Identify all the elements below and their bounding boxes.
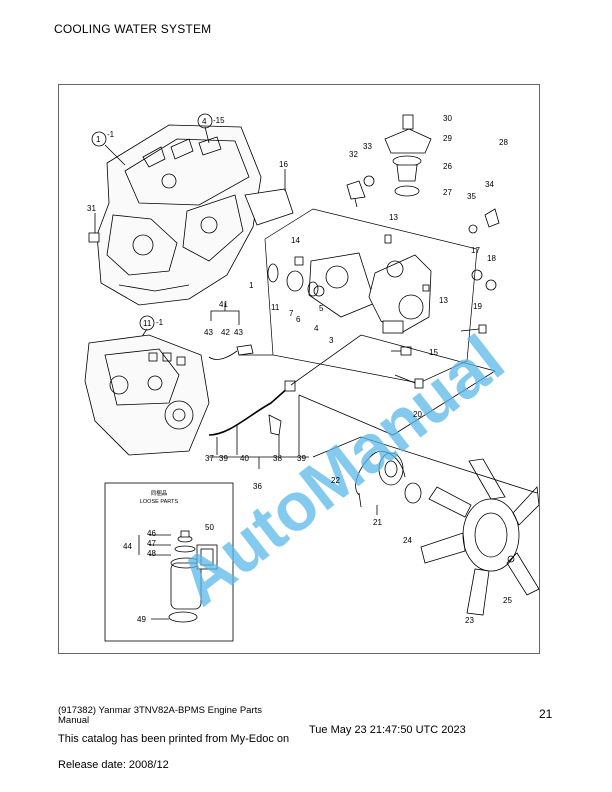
ref-circle-11: 11 [143,319,152,328]
part-label: 3 [329,336,334,345]
part-label: 35 [467,192,476,201]
part-label: 1 [249,281,254,290]
part-label: 26 [443,162,452,171]
thermostat-26 [396,164,418,182]
o-ring-27 [394,185,420,197]
part-label: 4 [314,324,319,333]
part-label: 30 [443,114,452,123]
part-label: 37 [205,454,214,463]
loose-parts-title: LOOSE PARTS [140,499,179,505]
release-date: Release date: 2008/12 [58,759,169,771]
bracket-50 [196,544,218,570]
part-label: 44 [123,542,132,551]
part-label: 28 [499,138,508,147]
loose-parts-title-jp: 同梱品 [151,489,168,497]
part-label: 39 [297,454,306,463]
v-belt-22 [355,451,406,496]
part-label: 38 [273,454,282,463]
part-label: 41 [219,300,228,309]
catalog-title: (917382) Yanmar 3TNV82A-BPMS Engine Part… [58,705,262,726]
part-label: 11 [271,303,280,312]
part-label: 18 [487,254,496,263]
drain-plug-31 [88,232,100,243]
pump-gasket-3 [308,252,376,318]
part-label: 25 [503,596,512,605]
exploded-view-drawing: AutoManual 1 -1 4 -15 11 -1 1 3 4 5 28 6… [84,113,539,642]
part-label: 15 [429,348,438,357]
water-pump-body [368,254,432,334]
cooling-fan-23 [420,458,539,616]
part-label: 36 [253,482,262,491]
print-timestamp: Tue May 23 21:47:50 UTC 2023 [309,724,466,736]
ref-suffix-4: -15 [213,116,225,125]
filter-44 [170,562,202,610]
part-label: 6 [296,315,301,324]
part-label: 22 [331,476,340,485]
part-label: 40 [240,454,249,463]
part-label: 29 [443,134,452,143]
printed-notice: This catalog has been printed from My-Ed… [58,733,290,745]
ref-circle-1: 1 [96,135,101,144]
injection-pump [84,334,210,456]
spacer-24 [404,482,422,504]
part-label: 31 [87,204,96,213]
part-label: 24 [403,536,412,545]
part-label: 23 [465,616,474,625]
part-label: 27 [443,188,452,197]
watermark-text: AutoManual [164,321,517,620]
ref-suffix-11: -1 [156,318,164,327]
clamp-49 [168,611,198,623]
part-label: 16 [279,160,288,169]
part-label: 46 [147,529,156,538]
part-label: 34 [485,180,494,189]
part-label: 47 [147,539,156,548]
part-label: 33 [363,142,372,151]
thermostat-cover-28 [384,128,432,154]
part-label: 42 [221,328,230,337]
loose-parts-box [104,482,234,642]
gasket-16 [244,188,294,226]
part-label: 14 [291,236,300,245]
part-label: 19 [473,302,482,311]
part-label: 32 [349,150,358,159]
part-label: 20 [413,410,422,419]
part-label: 49 [137,615,146,624]
part-label: 5 [319,304,324,313]
part-label: 39 [219,454,228,463]
page-title: COOLING WATER SYSTEM [54,22,212,36]
part-label: 43 [204,328,213,337]
page-number: 21 [539,707,553,721]
ref-circle-4: 4 [202,117,207,126]
part-label: 43 [234,328,243,337]
parts-diagram: AutoManual 1 -1 4 -15 11 -1 1 3 4 5 28 6… [58,84,540,654]
ref-suffix-1: -1 [107,130,115,139]
part-label: 13 [389,213,398,222]
part-label: 48 [147,549,156,558]
part-label: 7 [289,309,294,318]
part-label: 13 [439,296,448,305]
part-label: 17 [471,246,480,255]
part-label: 50 [205,523,214,532]
engine-block [96,124,262,306]
part-label: 21 [373,518,382,527]
